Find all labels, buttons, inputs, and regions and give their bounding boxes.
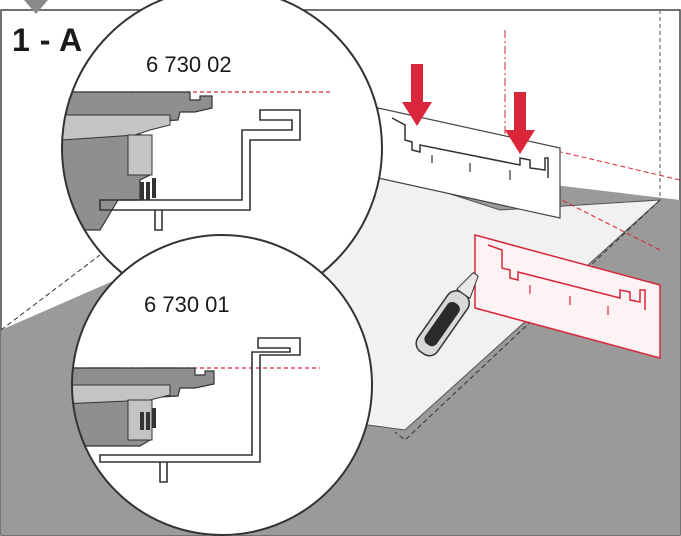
step-label: 1 - A [12,22,83,58]
detail-circle-bottom [71,234,373,536]
detail-bottom-reference: 6 730 01 [144,292,230,317]
down-arrow-icon [402,64,432,126]
guide-line-left [0,254,101,331]
detail-top-reference: 6 730 02 [146,52,232,77]
red-template-outline [487,244,646,310]
wall-plate-outline [391,117,549,178]
down-arrow-icon [505,92,535,154]
utility-knife-icon [415,272,479,357]
down-chevron-icon [24,0,48,14]
